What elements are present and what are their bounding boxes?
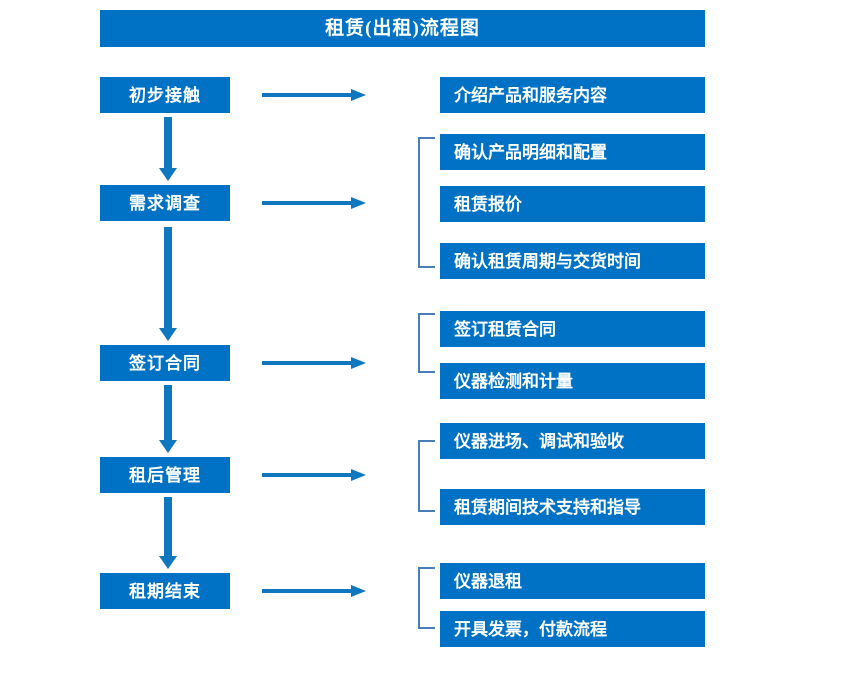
group-bracket-requirement-survey <box>418 137 435 268</box>
detail-box-technical-support[interactable]: 租赁期间技术支持和指导 <box>440 489 705 525</box>
detail-label: 仪器退租 <box>454 571 522 591</box>
detail-label: 确认产品明细和配置 <box>454 142 607 162</box>
group-bracket-post-lease-management <box>418 440 435 512</box>
detail-box-confirm-lease-period[interactable]: 确认租赁周期与交货时间 <box>440 243 705 279</box>
group-bracket-sign-contract <box>418 313 435 373</box>
stage-label: 签订合同 <box>129 353 201 373</box>
detail-label: 租赁报价 <box>454 194 522 214</box>
stage-label: 初步接触 <box>129 85 201 105</box>
stage-box-requirement-survey[interactable]: 需求调查 <box>100 185 230 221</box>
vertical-arrow-icon-1 <box>159 117 177 181</box>
flowchart-title-banner: 租赁(出租)流程图 <box>100 10 705 47</box>
detail-box-sign-lease-agreement[interactable]: 签订租赁合同 <box>440 311 705 347</box>
detail-box-invoice-payment[interactable]: 开具发票，付款流程 <box>440 611 705 647</box>
group-bracket-lease-end <box>418 567 435 629</box>
horizontal-arrow-icon-3 <box>262 356 366 370</box>
detail-box-instrument-inspection[interactable]: 仪器检测和计量 <box>440 363 705 399</box>
detail-label: 租赁期间技术支持和指导 <box>454 497 641 517</box>
stage-box-post-lease-management[interactable]: 租后管理 <box>100 457 230 493</box>
detail-label: 介绍产品和服务内容 <box>454 85 607 105</box>
vertical-arrow-icon-3 <box>159 385 177 453</box>
detail-label: 开具发票，付款流程 <box>454 619 607 639</box>
detail-label: 确认租赁周期与交货时间 <box>454 251 641 271</box>
vertical-arrow-icon-2 <box>159 227 177 341</box>
detail-label: 仪器进场、调试和验收 <box>454 431 624 451</box>
vertical-arrow-icon-4 <box>159 497 177 569</box>
horizontal-arrow-icon-1 <box>262 88 366 102</box>
stage-label: 租后管理 <box>129 465 201 485</box>
horizontal-arrow-icon-5 <box>262 584 366 598</box>
stage-box-lease-end[interactable]: 租期结束 <box>100 573 230 609</box>
detail-label: 仪器检测和计量 <box>454 371 573 391</box>
stage-label: 租期结束 <box>129 581 201 601</box>
detail-box-introduce-products[interactable]: 介绍产品和服务内容 <box>440 77 705 113</box>
horizontal-arrow-icon-2 <box>262 196 366 210</box>
detail-label: 签订租赁合同 <box>454 319 556 339</box>
horizontal-arrow-icon-4 <box>262 468 366 482</box>
stage-box-sign-contract[interactable]: 签订合同 <box>100 345 230 381</box>
detail-box-instrument-onsite-commissioning[interactable]: 仪器进场、调试和验收 <box>440 423 705 459</box>
stage-label: 需求调查 <box>129 193 201 213</box>
detail-box-confirm-product-details[interactable]: 确认产品明细和配置 <box>440 134 705 170</box>
detail-box-instrument-return[interactable]: 仪器退租 <box>440 563 705 599</box>
page-title: 租赁(出租)流程图 <box>325 18 480 39</box>
stage-box-initial-contact[interactable]: 初步接触 <box>100 77 230 113</box>
detail-box-lease-quotation[interactable]: 租赁报价 <box>440 186 705 222</box>
